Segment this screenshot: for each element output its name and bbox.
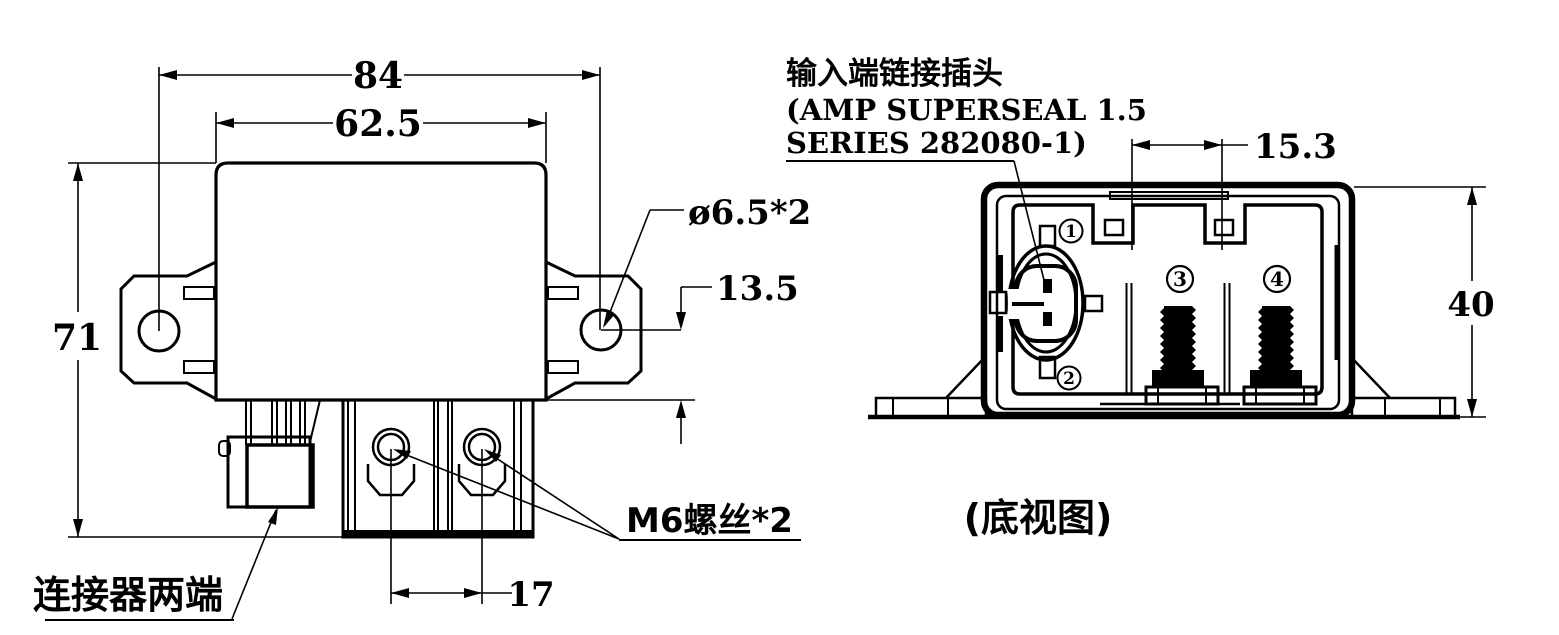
m6-screw-callout: M6螺丝*2 [393, 449, 801, 541]
dim-84-text: 84 [353, 55, 403, 97]
compartment-walls [1125, 283, 1231, 394]
terminal-stud-3 [1144, 306, 1220, 406]
input-plug-callout: 输入端链接插头 (AMP SUPERSEAL 1.5 SERIES 282080… [786, 56, 1147, 285]
dimension-depth: 40 [1354, 186, 1495, 418]
annotation-line-2: (AMP SUPERSEAL 1.5 [786, 93, 1147, 127]
bottom-view: 1 2 3 4 输入端链接插头 (AMP SUPERSEAL 1.5 SERIE… [786, 56, 1495, 540]
pin-1-badge: 1 [1065, 222, 1077, 242]
dimension-terminal-pitch: 15.3 [1131, 127, 1337, 250]
dimension-body-width: 62.5 [215, 103, 547, 163]
mounting-feet [868, 355, 1460, 420]
dimension-overall-width: 84 [158, 55, 601, 331]
dim-17-text: 17 [507, 575, 554, 615]
pin-2-badge: 2 [1063, 369, 1075, 389]
terminal-block [341, 398, 535, 539]
dim-71-text: 71 [52, 317, 102, 359]
mounting-ear-left [119, 260, 217, 401]
dimension-hole-to-base: 13.5 [547, 269, 799, 444]
connector-label-text: 连接器两端 [33, 573, 223, 617]
mount-hole-callout: ø6.5*2 [603, 193, 811, 328]
pin-3-badge: 3 [1173, 267, 1187, 291]
dimension-screw-pitch: 17 [390, 449, 555, 615]
hole-label-text: ø6.5*2 [688, 193, 811, 233]
cavity-outline [1011, 203, 1324, 396]
top-slot [1109, 191, 1229, 200]
latch-hole-right [1213, 218, 1235, 237]
front-view: 84 62.5 71 [33, 55, 811, 621]
annotation-line-1: 输入端链接插头 [786, 56, 1003, 92]
pin-2-contact [1043, 312, 1052, 326]
annotation-line-3: SERIES 282080-1) [786, 126, 1087, 160]
pin-4-badge: 4 [1270, 267, 1284, 291]
pin-badges: 1 2 3 4 [1056, 218, 1292, 391]
bottom-view-caption: (底视图) [964, 496, 1113, 540]
dim-40-text: 40 [1447, 285, 1494, 325]
screw-label-text: M6螺丝*2 [626, 501, 793, 541]
dim-62-5-text: 62.5 [334, 103, 422, 145]
dim-13-5-text: 13.5 [716, 269, 799, 309]
dim-15-3-text: 15.3 [1254, 127, 1337, 167]
pin-1-contact [1043, 279, 1052, 293]
terminal-stud-4 [1242, 304, 1318, 406]
relay-body [214, 161, 548, 402]
connector-callout: 连接器两端 [33, 507, 278, 621]
dimension-overall-height: 71 [52, 162, 347, 538]
amp-connector [988, 224, 1104, 380]
latch-hole-left [1103, 218, 1125, 237]
coil-connector [218, 435, 315, 509]
